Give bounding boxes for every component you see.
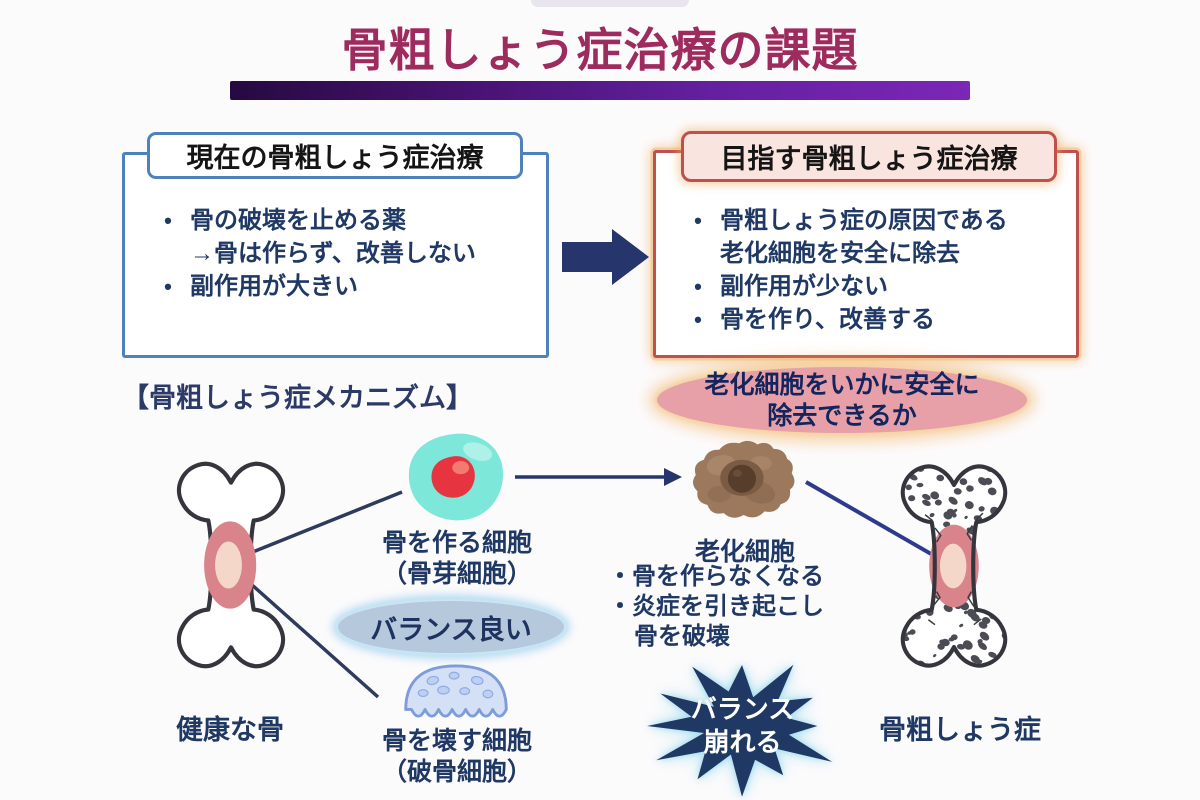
osteoblast-cell-illustration: [408, 433, 504, 521]
bullet-text: →骨は作らず、改善しない: [190, 240, 476, 267]
bullet-item: • 副作用が大きい: [146, 270, 538, 303]
balance-good-label: バランス良い: [370, 614, 532, 645]
title-underline-bar: [230, 81, 970, 100]
current-treatment-bullets: • 骨の破壊を止める薬 →骨は作らず、改善しない • 副作用が大きい: [146, 196, 538, 303]
osteoporosis-label: 骨粗しょう症: [879, 715, 1041, 745]
osteoblast-to-senescent-arrow: [515, 468, 682, 486]
bullet-text: 老化細胞を安全に除去: [720, 240, 960, 267]
senescent-cell-label: 老化細胞: [694, 538, 795, 566]
highlight-ellipse: [657, 367, 1027, 433]
healthy-bone-illustration: [176, 461, 286, 669]
bullet-item: • 副作用が少ない: [676, 270, 1072, 303]
bullet-text: 骨の破壊を止める薬: [190, 207, 406, 234]
balance-broken-line: 崩れる: [703, 727, 782, 757]
bullet-text: 骨を作り、改善する: [720, 306, 936, 333]
osteoblast-label-line: 骨を作る細胞: [381, 529, 532, 557]
bullet-text: 副作用が少ない: [720, 273, 888, 300]
osteoblast-label-line: （骨芽細胞）: [381, 560, 532, 588]
top-edge-tab: [531, 0, 689, 7]
senescent-bullet: ・炎症を引き起こし: [608, 593, 824, 620]
senescent-cell-bullets: ・骨を作らなくなる ・炎症を引き起こし 骨を破壊: [608, 562, 878, 652]
highlight-line: 除去できるか: [767, 402, 917, 430]
osteoclast-cell-illustration: [404, 664, 508, 718]
balance-broken-starburst: [647, 664, 833, 797]
osteoclast-label-line: 骨を壊す細胞: [381, 727, 532, 755]
current-treatment-header: 現在の骨粗しょう症治療: [147, 132, 523, 179]
current-treatment-box: [122, 152, 549, 358]
balance-broken-label: バランス 崩れる: [640, 652, 845, 800]
senescent-cell-illustration: [692, 440, 795, 518]
target-treatment-header: 目指す骨粗しょう症治療: [681, 131, 1057, 182]
bullet-marker: •: [164, 208, 172, 233]
bullet-text: 骨粗しょう症の原因である: [720, 207, 1008, 234]
balance-good-ellipse: [338, 601, 564, 653]
target-treatment-box: [653, 150, 1079, 358]
bullet-marker: •: [694, 208, 702, 233]
osteoclast-label: 骨を壊す細胞 （破骨細胞）: [358, 726, 556, 788]
bullet-marker: •: [694, 307, 702, 332]
balance-broken-line: バランス: [690, 694, 795, 724]
healthy-bone-label: 健康な骨: [176, 715, 284, 745]
osteoblast-label: 骨を作る細胞 （骨芽細胞）: [362, 528, 552, 590]
osteoporosis-bone-illustration: [900, 464, 1008, 668]
bullet-marker: •: [694, 274, 702, 299]
bone-cracks: [924, 512, 984, 626]
right-arrow-icon: [562, 229, 649, 285]
target-treatment-bullets: • 骨粗しょう症の原因である 老化細胞を安全に除去 • 副作用が少ない • 骨を…: [676, 196, 1072, 336]
bullet-item: • 骨を作り、改善する: [676, 303, 1072, 336]
highlight-line: 老化細胞をいかに安全に: [704, 371, 980, 399]
senescent-bullet: 骨を破壊: [634, 623, 730, 650]
osteoclast-label-line: （破骨細胞）: [381, 758, 532, 786]
senescent-to-bone-line: [805, 480, 953, 568]
bullet-item: • 骨の破壊を止める薬 →骨は作らず、改善しない: [146, 204, 538, 270]
bullet-marker: •: [164, 274, 172, 299]
bullet-text: 副作用が大きい: [190, 273, 358, 300]
bullet-item: • 骨粗しょう症の原因である 老化細胞を安全に除去: [676, 204, 1072, 270]
mechanism-section-label: 【骨粗しょう症メカニズム】: [122, 383, 473, 413]
page-title: 骨粗しょう症治療の課題: [341, 24, 859, 76]
highlight-text: 老化細胞をいかに安全に 除去できるか: [657, 370, 1027, 432]
bone-to-cells-lines: [231, 490, 403, 699]
senescent-bullet: ・骨を作らなくなる: [608, 563, 824, 590]
